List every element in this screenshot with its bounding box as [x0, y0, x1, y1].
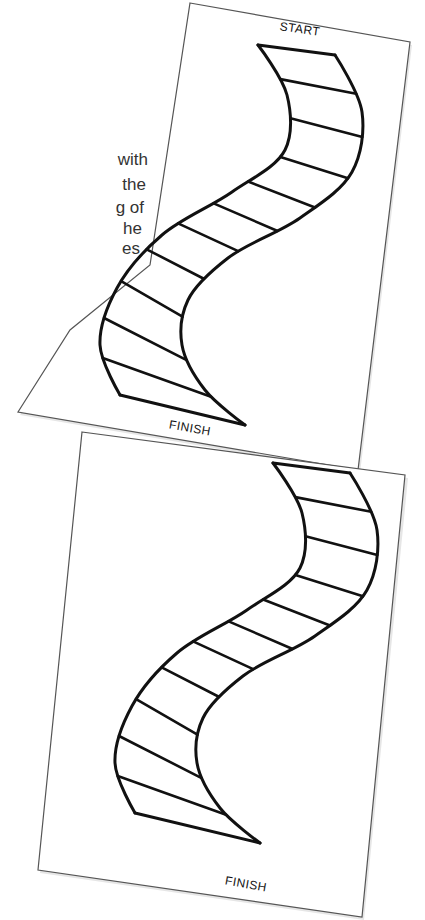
board-space-divider: [290, 118, 362, 137]
board-space-divider: [104, 318, 187, 360]
background-text: he: [123, 219, 142, 239]
background-text: es: [122, 239, 140, 259]
path-edge: [115, 463, 306, 813]
background-text: g of: [116, 198, 144, 218]
board-space-divider: [295, 575, 362, 596]
board-space-divider: [147, 249, 204, 278]
board-path: [115, 463, 378, 843]
board-space-divider: [263, 600, 330, 626]
board-space-divider: [214, 203, 278, 231]
board-space-divider: [248, 182, 315, 208]
board-space-divider: [305, 536, 377, 555]
board-space-divider: [295, 497, 371, 512]
path-end: [258, 45, 335, 55]
board-space-divider: [178, 223, 238, 251]
path-edge: [100, 45, 291, 395]
board-space-divider: [121, 281, 182, 317]
board-space-divider: [119, 736, 202, 778]
paper-sheet: [38, 432, 405, 917]
board-path: [100, 45, 363, 425]
path-end: [135, 813, 260, 843]
path-edge: [196, 473, 378, 843]
finish-label: FINISH: [168, 417, 212, 438]
board-space-divider: [103, 358, 211, 397]
top-sheet: [18, 3, 410, 470]
start-label: START: [279, 19, 321, 39]
board-space-divider: [229, 621, 293, 649]
paper-sheet: [18, 3, 410, 470]
board-space-divider: [162, 667, 219, 696]
finish-label: FINISH: [224, 873, 268, 894]
bottom-sheet: [38, 432, 405, 917]
board-space-divider: [193, 641, 253, 669]
path-edge: [181, 55, 363, 425]
board-space-divider: [118, 776, 226, 815]
path-end: [273, 463, 350, 473]
background-text: with: [118, 150, 148, 170]
board-space-divider: [136, 699, 197, 735]
background-text: the: [122, 175, 146, 195]
board-space-divider: [280, 157, 347, 178]
board-space-divider: [280, 79, 356, 94]
